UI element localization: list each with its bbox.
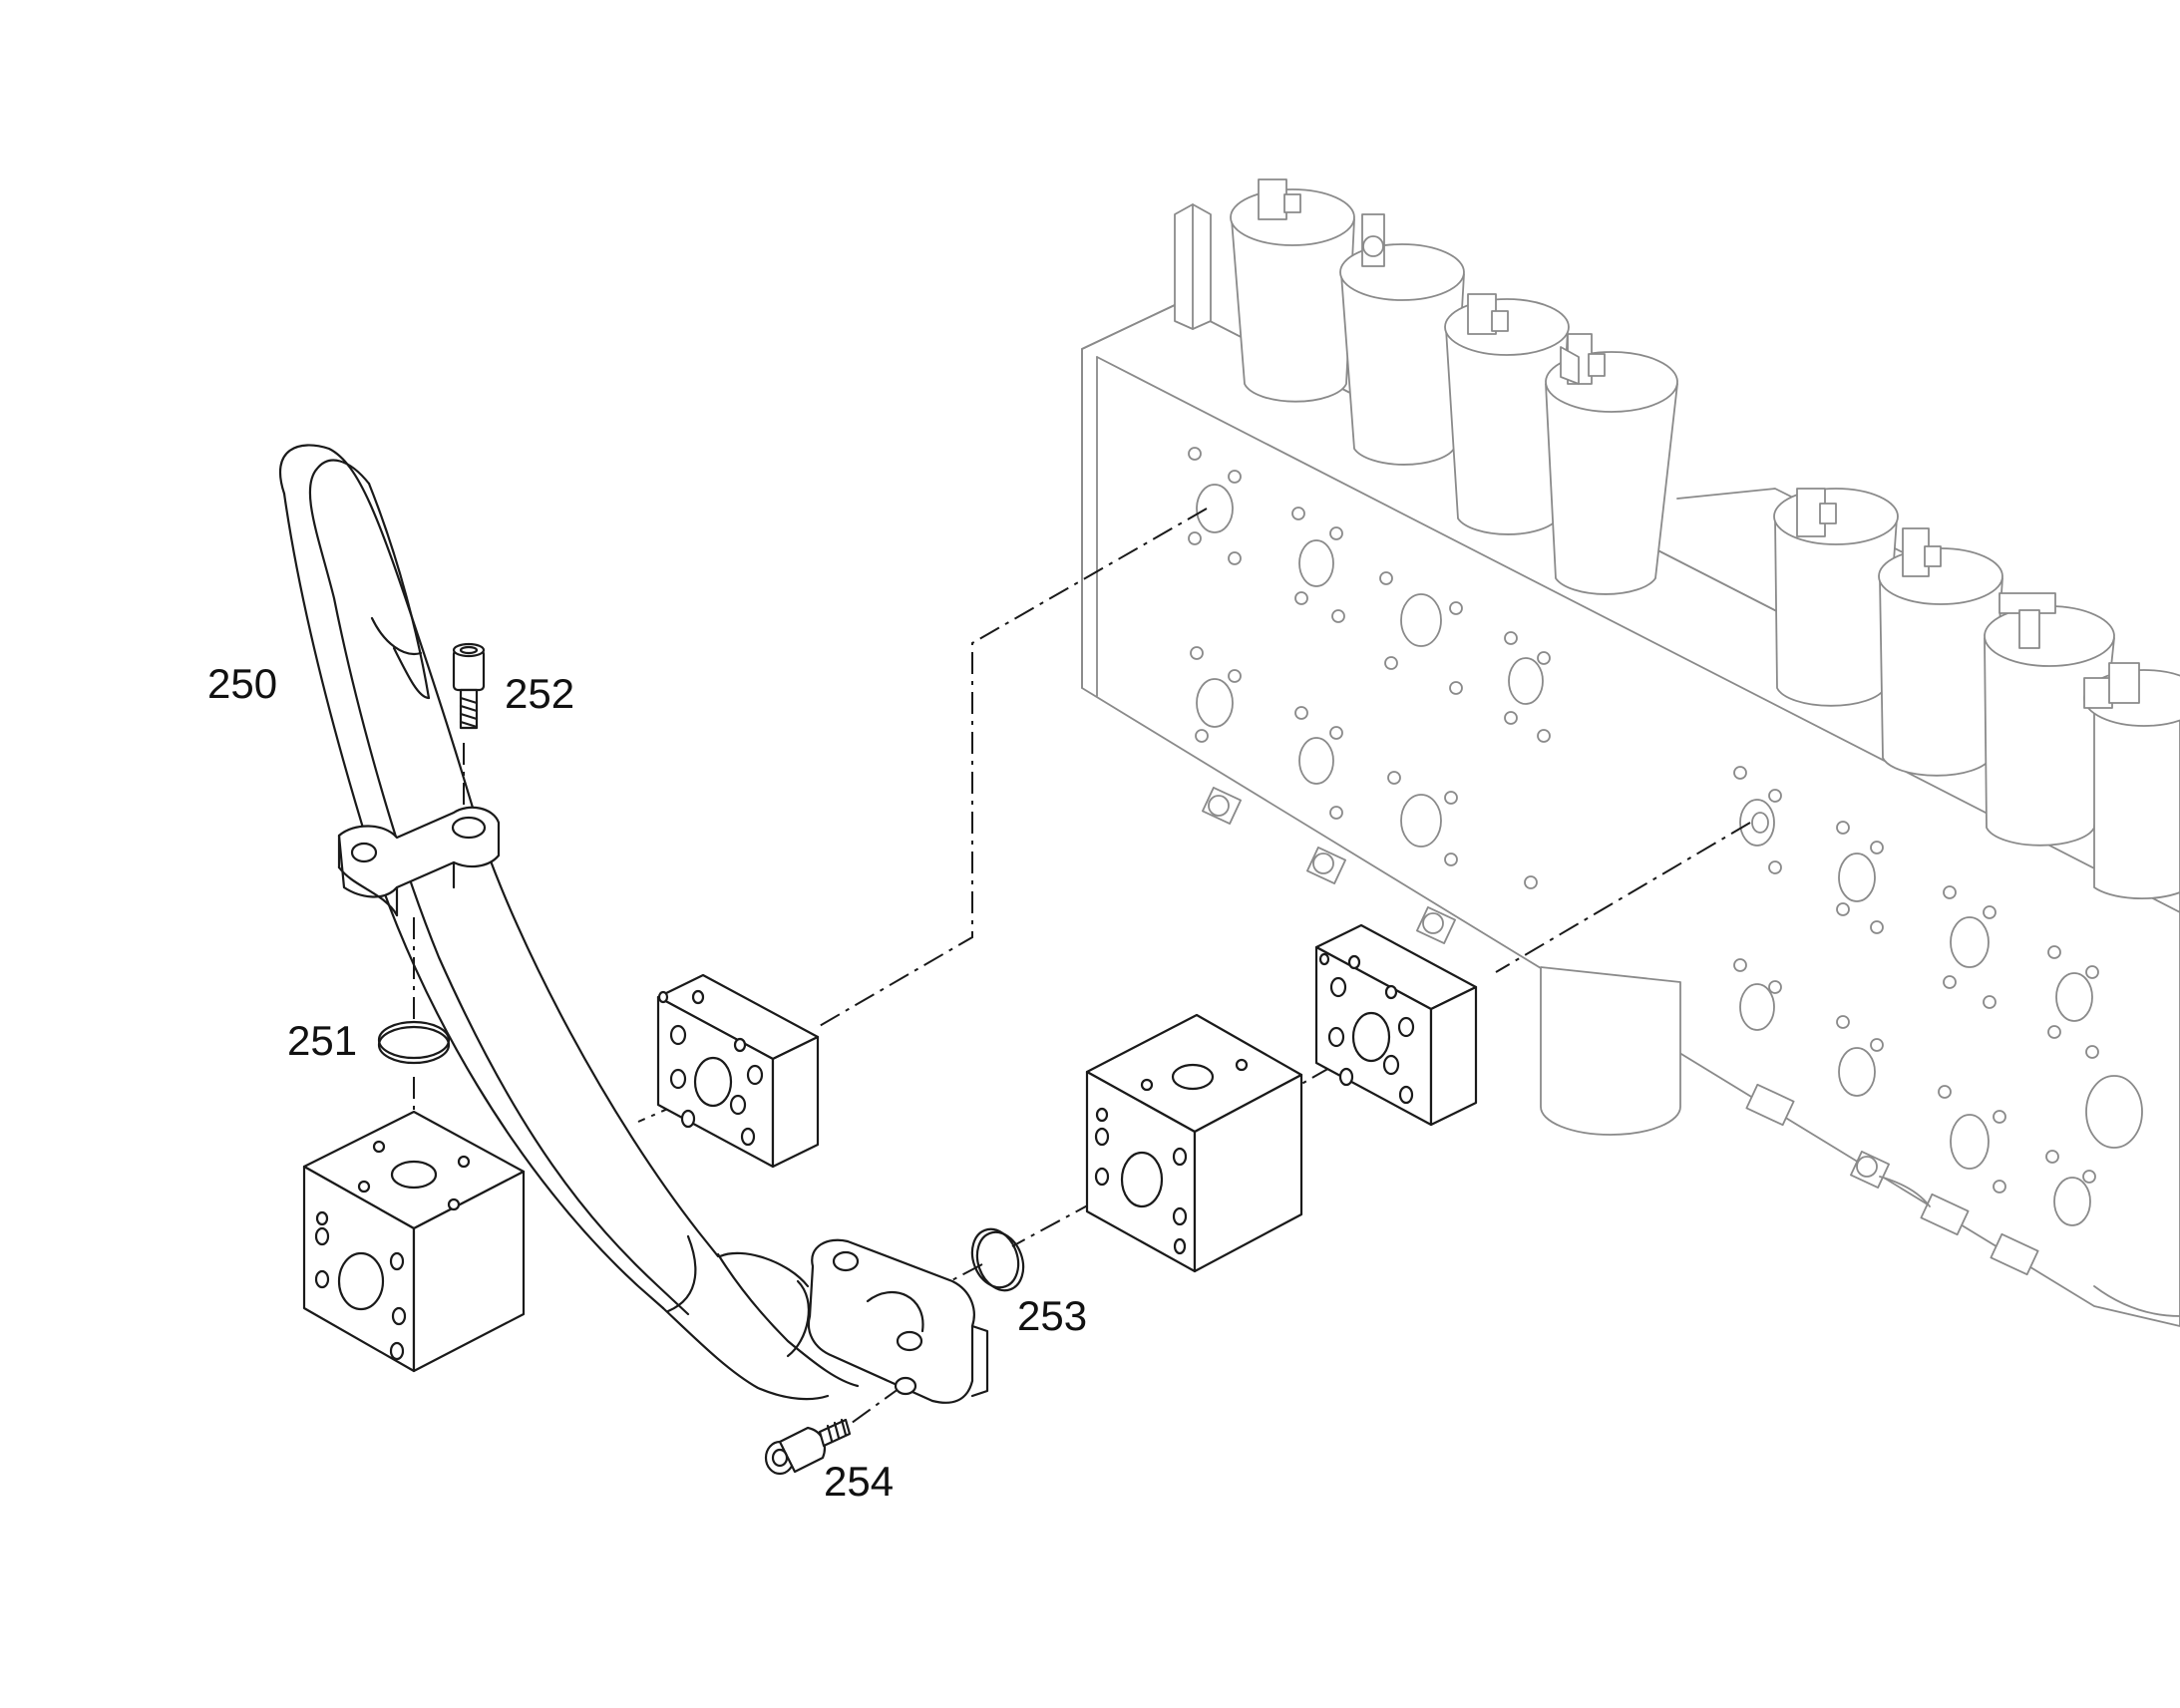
block-adapter-plate-left [656,973,820,1169]
callout-252: 252 [505,670,574,717]
block-left-cube [302,1110,526,1373]
callout-254: 254 [824,1458,894,1505]
part-250-bottom-flange [807,1238,989,1404]
valve-caps-row [1174,178,2180,900]
part-252-bolt [452,642,486,730]
block-center-cube [1085,1013,1303,1273]
block-adapter-plate-right [1314,923,1478,1127]
manifold-ports [1188,447,2143,1226]
callout-251: 251 [287,1017,357,1064]
part-253-seal-ring [970,1227,1025,1292]
part-254-bolt [764,1418,852,1476]
part-250-top-flange [337,806,501,917]
valve-manifold-assembly [1081,178,2180,1327]
part-251-o-ring [377,1020,451,1065]
callout-253: 253 [1017,1292,1087,1339]
callout-250: 250 [207,660,277,707]
callout-labels: 250 251 252 253 254 [207,660,1087,1505]
manifold-bottom-fittings [1202,786,2180,1317]
